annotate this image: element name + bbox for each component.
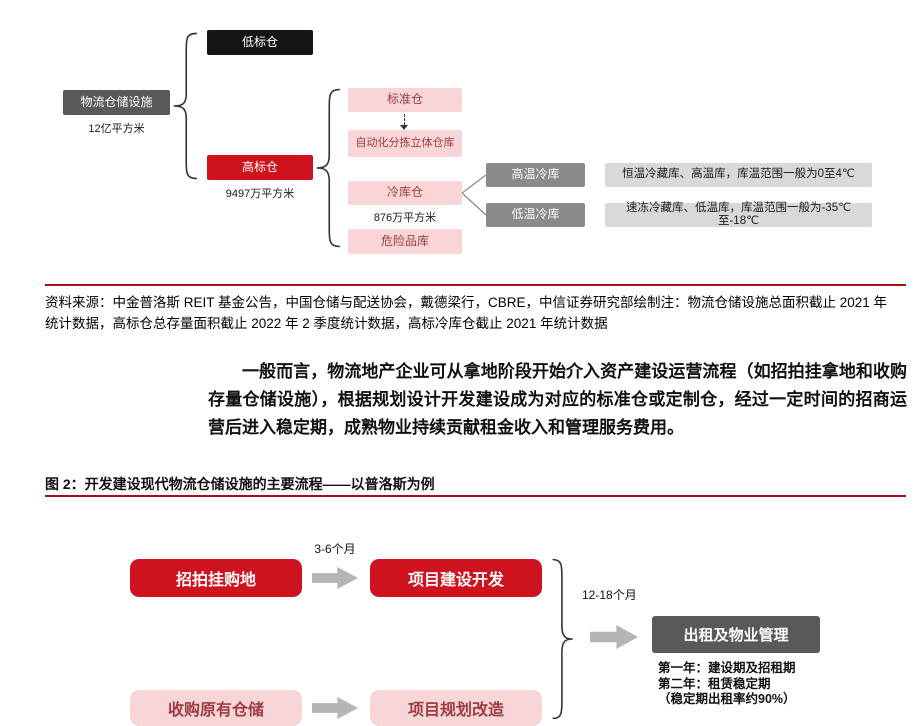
- flow-box-project-development: 项目建设开发: [370, 559, 542, 597]
- flow-box-land-auction: 招拍挂购地: [130, 559, 302, 597]
- cold-storage-connector-lines: [462, 165, 486, 225]
- node-standard-warehouse: 标准仓: [348, 88, 462, 112]
- node-high-standard-warehouse: 高标仓: [207, 155, 313, 180]
- curly-brace-merge-icon: [550, 558, 576, 720]
- duration-label-top: 3-6个月: [314, 542, 356, 556]
- node-cold-storage: 冷库仓: [348, 181, 462, 205]
- flow-note-line1: 第一年：建设期及招租期: [658, 661, 796, 675]
- curly-brace-high-standard-icon: [313, 88, 343, 248]
- duration-label-right: 12-18个月: [582, 588, 637, 602]
- source-separator-line: [45, 284, 906, 286]
- body-paragraph: 一般而言，物流地产企业可从拿地阶段开始介入资产建设运营流程（如招拍挂拿地和收购存…: [208, 362, 907, 437]
- logistics-facilities-area: 12亿平方米: [88, 123, 145, 135]
- node-low-standard-warehouse: 低标仓: [207, 30, 313, 55]
- cold-storage-area: 876万平方米: [373, 212, 437, 224]
- node-high-temp-cold-storage: 高温冷库: [486, 163, 585, 187]
- flow-box-acquire-warehouse: 收购原有仓储: [130, 690, 302, 726]
- dashed-arrow-line-icon: [404, 114, 405, 125]
- dashed-arrow-head-icon: [400, 125, 408, 130]
- arrow-right-icon: [312, 567, 358, 589]
- flow-note-line3: （稳定期出租率约90%）: [658, 692, 796, 706]
- low-temp-cold-description: 速冻冷藏库、低温库，库温范围一般为-35℃至-18℃: [605, 202, 872, 227]
- curly-brace-root-icon: [170, 32, 200, 180]
- source-note-line2: 统计数据，高标仓总存量面积截止 2022 年 2 季度统计数据，高标冷库仓截止 …: [45, 316, 608, 331]
- flow-note-line2: 第二年：租赁稳定期: [658, 676, 771, 691]
- node-dangerous-goods-warehouse: 危险品库: [348, 229, 462, 254]
- source-note: 资料来源：中金普洛斯 REIT 基金公告，中国仓储与配送协会，戴德梁行，CBRE…: [45, 292, 910, 334]
- figure2-title: 图 2：开发建设现代物流仓储设施的主要流程——以普洛斯为例: [45, 476, 435, 492]
- arrow-right-icon: [590, 625, 638, 649]
- flow-box-project-renovation: 项目规划改造: [370, 690, 542, 726]
- arrow-right-icon: [312, 697, 358, 719]
- node-automated-warehouse: 自动化分拣立体仓库: [348, 130, 462, 157]
- node-logistics-facilities: 物流仓储设施: [63, 90, 170, 115]
- figure2-title-underline: [45, 495, 906, 497]
- flow-box-leasing-management: 出租及物业管理: [652, 616, 820, 653]
- flow-notes: 第一年：建设期及招租期 第二年：租赁稳定期 （稳定期出租率约90%）: [658, 661, 796, 708]
- high-standard-area: 9497万平方米: [225, 188, 295, 200]
- node-low-temp-cold-storage: 低温冷库: [486, 203, 585, 227]
- high-temp-cold-description: 恒温冷藏库、高温库，库温范围一般为0至4℃: [605, 163, 872, 187]
- source-note-line1: 资料来源：中金普洛斯 REIT 基金公告，中国仓储与配送协会，戴德梁行，CBRE…: [45, 295, 888, 310]
